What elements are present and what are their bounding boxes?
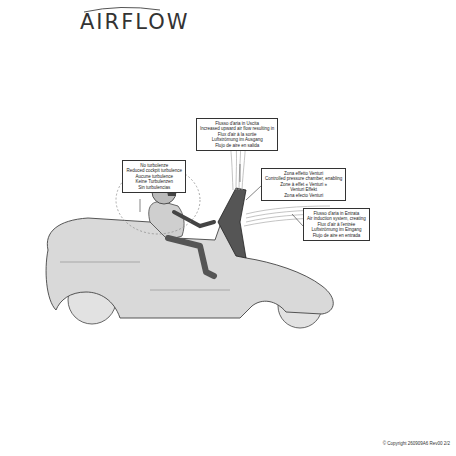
- callout-text: Zona effetto Venturi: [265, 171, 342, 176]
- callout-text: Air induction system, creating: [307, 216, 366, 221]
- callout-text: Venturi Effekt: [265, 187, 342, 192]
- logo-title: AIRFLOW: [80, 10, 189, 34]
- rider-arm: [174, 212, 214, 226]
- rider-leg: [168, 238, 214, 276]
- callout-text: No turbolenze: [126, 163, 182, 168]
- callout-text: Keine Turbulenzen: [126, 179, 182, 184]
- callout-text: Increased upward air flow resulting in: [200, 126, 274, 131]
- callout-box: Flusso d'aria in EntrataAir induction sy…: [303, 208, 370, 241]
- rider-torso: [149, 202, 184, 240]
- copyright-note: © Copyright 260909A6 Rev00 2/2: [383, 441, 450, 446]
- callout-text: Aucune turbulence: [126, 174, 182, 179]
- scooter-body: [46, 218, 333, 318]
- callout-text: Zona efecto Venturi: [265, 193, 342, 198]
- callout-box: Flusso d'aria in UscitaIncreased upward …: [196, 118, 278, 151]
- callout-text: Zone à effet « Venturi »: [265, 182, 342, 187]
- callout-text: Flux d'air à l'entrée: [307, 222, 366, 227]
- callout-text: Flujo de aire en entrada: [307, 233, 366, 238]
- callout-text: Flujo de aire en salida: [200, 143, 274, 148]
- callout-text: Reduced cockpit turbulence: [126, 168, 182, 173]
- callout-text: Flusso d'aria in Uscita: [200, 121, 274, 126]
- windshield: [218, 188, 246, 258]
- callout-text: Luftströmung im Ausgang: [200, 137, 274, 142]
- callout-text: Controlled pressure chamber, enabling: [265, 176, 342, 181]
- callout-text: Flusso d'aria in Entrata: [307, 211, 366, 216]
- callout-text: Flux d'air à la sortie: [200, 132, 274, 137]
- callout-box: No turbolenzeReduced cockpit turbulenceA…: [122, 160, 186, 193]
- callout-text: Sin turbulencias: [126, 185, 182, 190]
- callout-box: Zona effetto VenturiControlled pressure …: [261, 168, 346, 201]
- callout-text: Luftströmung im Eingang: [307, 227, 366, 232]
